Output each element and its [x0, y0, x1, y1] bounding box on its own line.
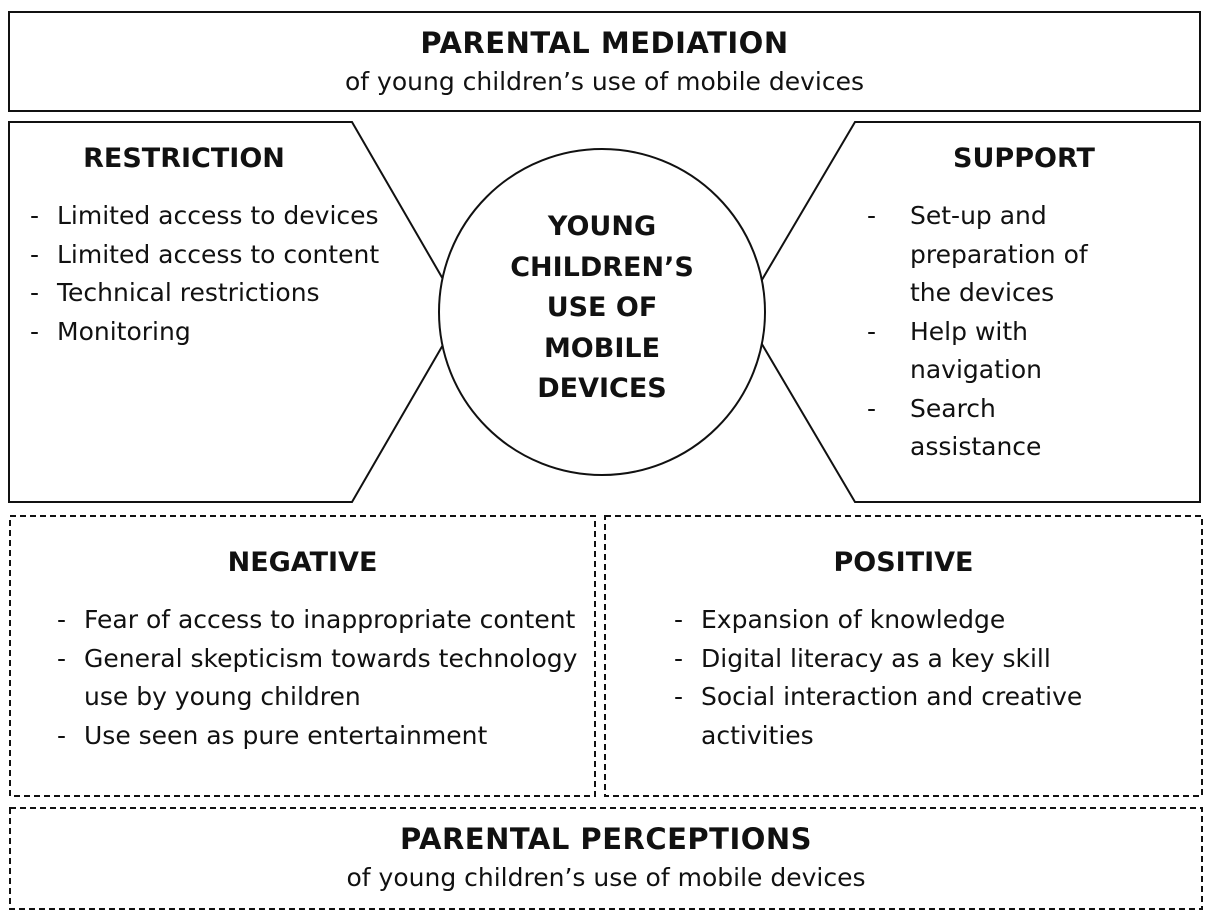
support-heading: SUPPORT [953, 143, 1095, 174]
bullet-dash: - [57, 643, 67, 673]
bullet-dash: - [30, 201, 40, 230]
list-item: -Use seen as pure entertainment [57, 717, 582, 756]
bullet-dash: - [867, 201, 877, 230]
list-item: -Technical restrictions [30, 274, 430, 313]
list-item: -General skepticism towards technology u… [57, 640, 582, 717]
list-item: -Limited access to content [30, 236, 430, 275]
negative-heading: NEGATIVE [227, 547, 378, 578]
list-item: -Limited access to devices [30, 197, 430, 236]
list-item: -Expansion of knowledge [674, 601, 1194, 640]
bullet-dash: - [30, 239, 40, 269]
list-item: -Set-up and preparation of the devices [867, 197, 1102, 313]
bullet-dash: - [57, 720, 67, 750]
support-shape [741, 121, 1201, 503]
mediation-subtitle: of young children’s use of mobile device… [345, 67, 864, 96]
list-item: -Fear of access to inappropriate content [57, 601, 582, 640]
positive-heading: POSITIVE [833, 547, 974, 578]
perceptions-subtitle: of young children’s use of mobile device… [346, 863, 866, 892]
bullet-dash: - [674, 605, 684, 634]
support-list: -Set-up and preparation of the devices -… [867, 197, 1102, 467]
bullet-dash: - [674, 682, 684, 711]
perceptions-title: PARENTAL PERCEPTIONS [399, 822, 813, 856]
positive-box [604, 515, 1203, 797]
list-item: -Monitoring [30, 313, 430, 352]
list-item: -Social interaction and creative activit… [674, 678, 1194, 755]
positive-list: -Expansion of knowledge -Digital literac… [674, 601, 1194, 755]
center-line: CHILDREN’S [510, 251, 694, 283]
restriction-list: -Limited access to devices -Limited acce… [30, 197, 430, 351]
perceptions-box [9, 807, 1203, 910]
bullet-dash: - [867, 316, 877, 346]
mediation-title: PARENTAL MEDIATION [420, 26, 789, 60]
bullet-dash: - [674, 643, 684, 673]
center-line: YOUNG [547, 211, 657, 242]
negative-box [9, 515, 596, 797]
center-label: YOUNG CHILDREN’S USE OF MOBILE DEVICES [472, 207, 732, 410]
center-line: USE OF [546, 292, 658, 323]
bullet-dash: - [30, 278, 40, 307]
negative-list: -Fear of access to inappropriate content… [57, 601, 582, 755]
center-circle [438, 148, 766, 476]
bullet-dash: - [867, 393, 877, 423]
list-item: -Search assistance [867, 390, 1102, 467]
list-item: -Digital literacy as a key skill [674, 640, 1194, 679]
restriction-shape [8, 121, 464, 503]
restriction-heading: RESTRICTION [83, 143, 285, 174]
list-item: -Help with navigation [867, 313, 1102, 390]
mediation-box [8, 11, 1201, 112]
bullet-dash: - [57, 605, 67, 634]
center-line: MOBILE [543, 332, 661, 364]
bullet-dash: - [30, 316, 40, 346]
center-line: DEVICES [537, 373, 667, 404]
